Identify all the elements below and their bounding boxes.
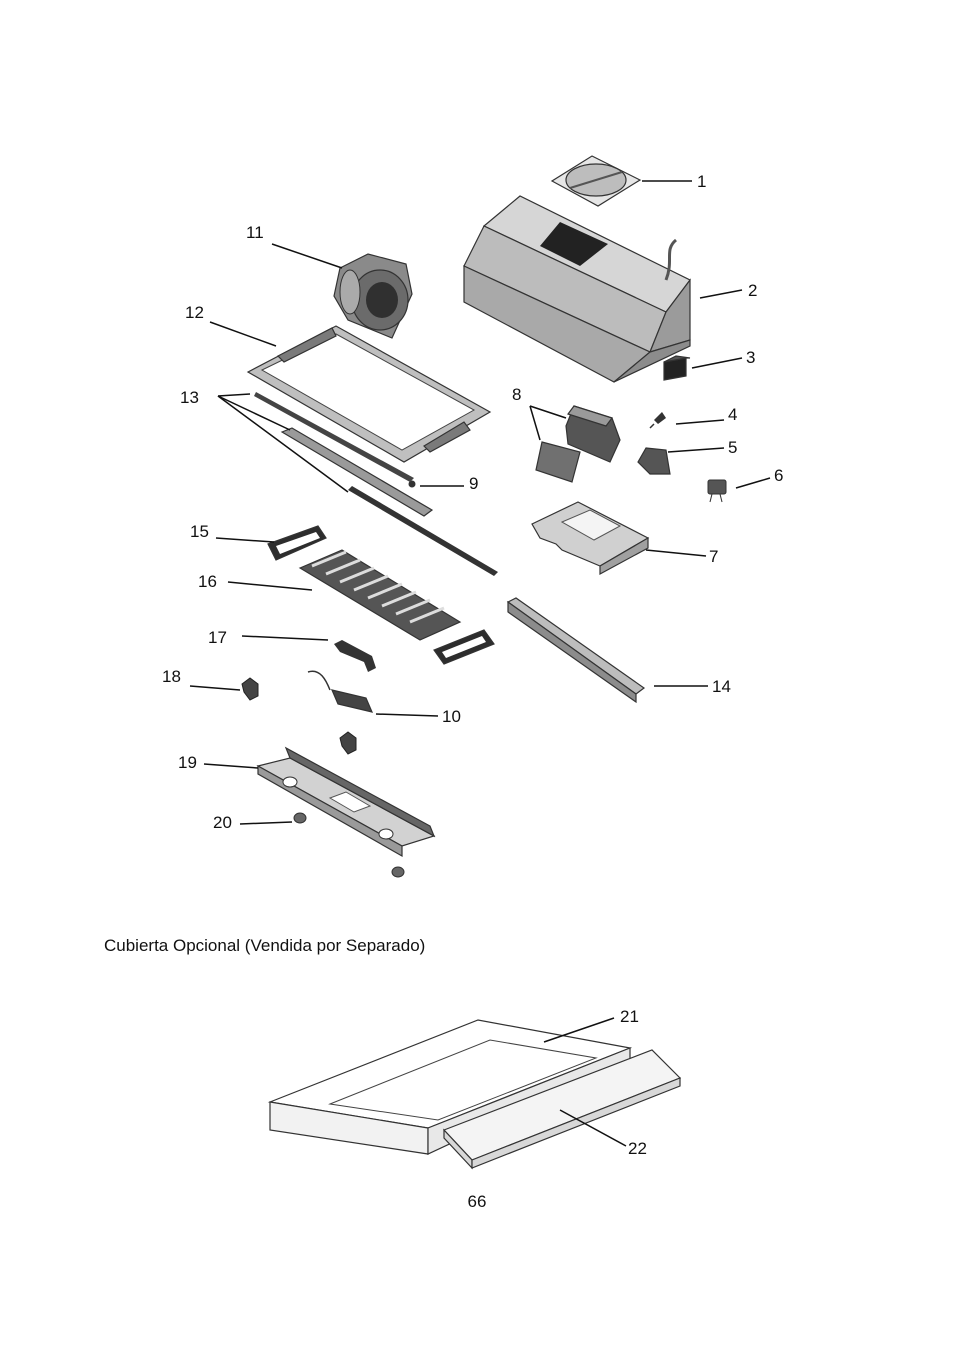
callout-17: 17 bbox=[208, 628, 227, 647]
callout-11: 11 bbox=[246, 223, 264, 242]
part-9-screw bbox=[408, 480, 416, 488]
page-number: 66 bbox=[467, 1192, 487, 1211]
part-11-blower-motor bbox=[333, 253, 413, 339]
part-12-filter-frame bbox=[246, 325, 492, 463]
part-22-cover-rail bbox=[442, 1049, 682, 1170]
callout-3: 3 bbox=[746, 348, 755, 367]
callout-20: 20 bbox=[213, 813, 232, 832]
callout-13: 13 bbox=[180, 388, 199, 407]
callout-14: 14 bbox=[712, 677, 731, 696]
part-20-bulbs bbox=[293, 812, 405, 878]
part-5-plate bbox=[637, 447, 671, 475]
callout-5: 5 bbox=[728, 438, 737, 457]
part-10-transformer bbox=[307, 670, 374, 713]
part-15-filters bbox=[267, 525, 495, 665]
part-13-side-strips bbox=[254, 392, 498, 576]
part-8-control-box bbox=[535, 405, 621, 483]
part-18-lamp-clip bbox=[241, 677, 357, 755]
part-6-capacitor bbox=[707, 479, 727, 503]
callout-7: 7 bbox=[709, 547, 718, 566]
callout-9: 9 bbox=[469, 474, 478, 493]
leader-lines bbox=[189, 180, 771, 1147]
callout-labels: 1 2 3 4 5 6 7 8 9 10 11 12 13 14 15 16 1… bbox=[162, 172, 783, 1158]
callout-8: 8 bbox=[512, 385, 521, 404]
callout-6: 6 bbox=[774, 466, 783, 485]
callout-22: 22 bbox=[628, 1139, 647, 1158]
part-1-duct-collar bbox=[550, 155, 642, 207]
part-19-light-panel bbox=[256, 746, 436, 858]
callout-15: 15 bbox=[190, 522, 209, 541]
part-2-hood-body bbox=[463, 195, 691, 383]
part-16-grease-filter bbox=[298, 549, 462, 641]
part-17-handle bbox=[334, 640, 376, 672]
callout-16: 16 bbox=[198, 572, 217, 591]
callout-1: 1 bbox=[697, 172, 706, 191]
callout-12: 12 bbox=[185, 303, 204, 322]
part-4-connector bbox=[649, 412, 666, 429]
part-7-bracket bbox=[531, 501, 650, 576]
optional-cover-caption: Cubierta Opcional (Vendida por Separado) bbox=[104, 936, 426, 955]
callout-10: 10 bbox=[442, 707, 461, 726]
callout-4: 4 bbox=[728, 405, 737, 424]
callout-21: 21 bbox=[620, 1007, 639, 1026]
part-3-junction-box bbox=[663, 355, 691, 381]
part-14-front-rail bbox=[506, 597, 646, 704]
callout-18: 18 bbox=[162, 667, 181, 686]
callout-2: 2 bbox=[748, 281, 757, 300]
callout-19: 19 bbox=[178, 753, 197, 772]
